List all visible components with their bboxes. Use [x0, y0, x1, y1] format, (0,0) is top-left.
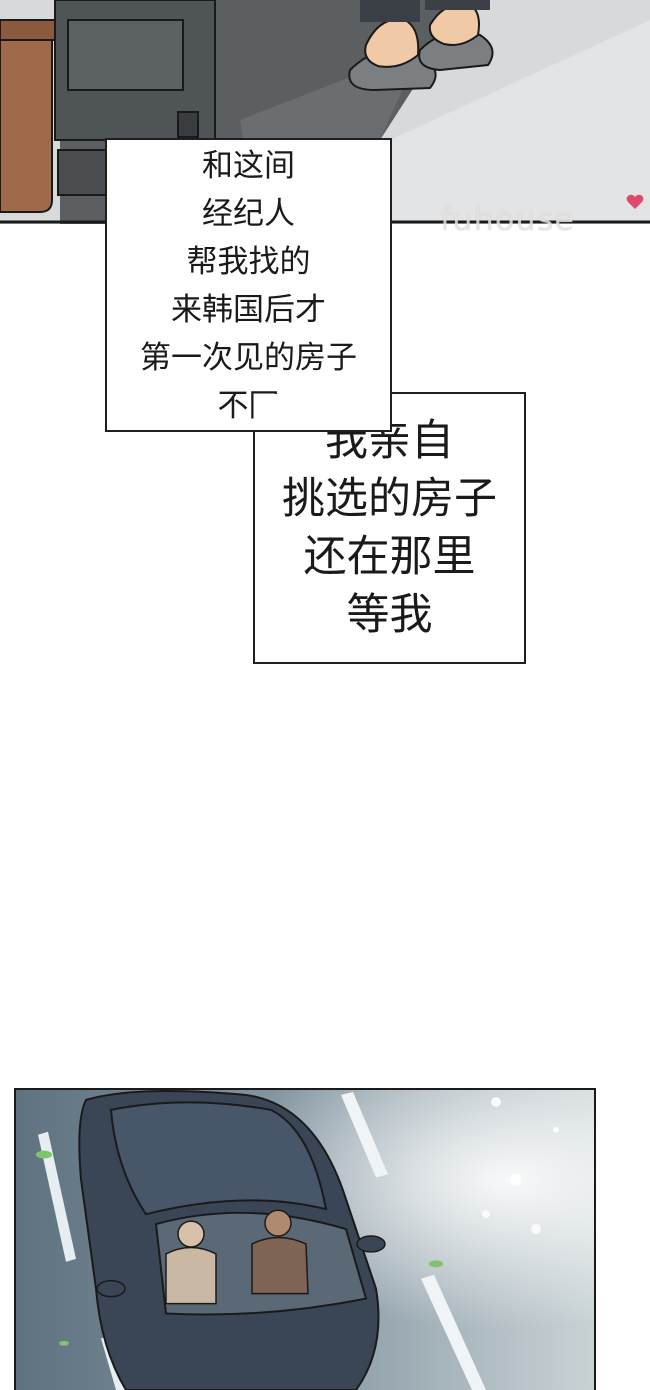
bottom-comic-panel — [14, 1088, 596, 1390]
heart-icon — [626, 194, 644, 209]
speech-bubble-first: 和这间 经纪人 帮我找的 来韩国后才 第一次见的房子 不同 — [105, 138, 392, 432]
bubble-text-line: 第一次见的房子 — [140, 340, 357, 376]
bubble-text-line: 帮我找的 — [186, 244, 311, 280]
bubble-text-line: 挑选的房子 — [282, 474, 497, 524]
car-from-above-scene-icon — [16, 1090, 594, 1390]
speech-bubble-second: 我亲自 挑选的房子 还在那里 等我 — [253, 392, 526, 664]
bubble-text-line: 等我 — [346, 590, 433, 640]
bubble-text-line: 和这间 — [202, 148, 295, 184]
bubble-text-line: 还在那里 — [303, 532, 476, 582]
bubble-text-line: 来韩国后才 — [171, 292, 326, 328]
bubble-text-line: 经纪人 — [202, 196, 295, 232]
watermark-text: fuhouse — [440, 200, 576, 238]
bubble-joint — [255, 394, 390, 430]
